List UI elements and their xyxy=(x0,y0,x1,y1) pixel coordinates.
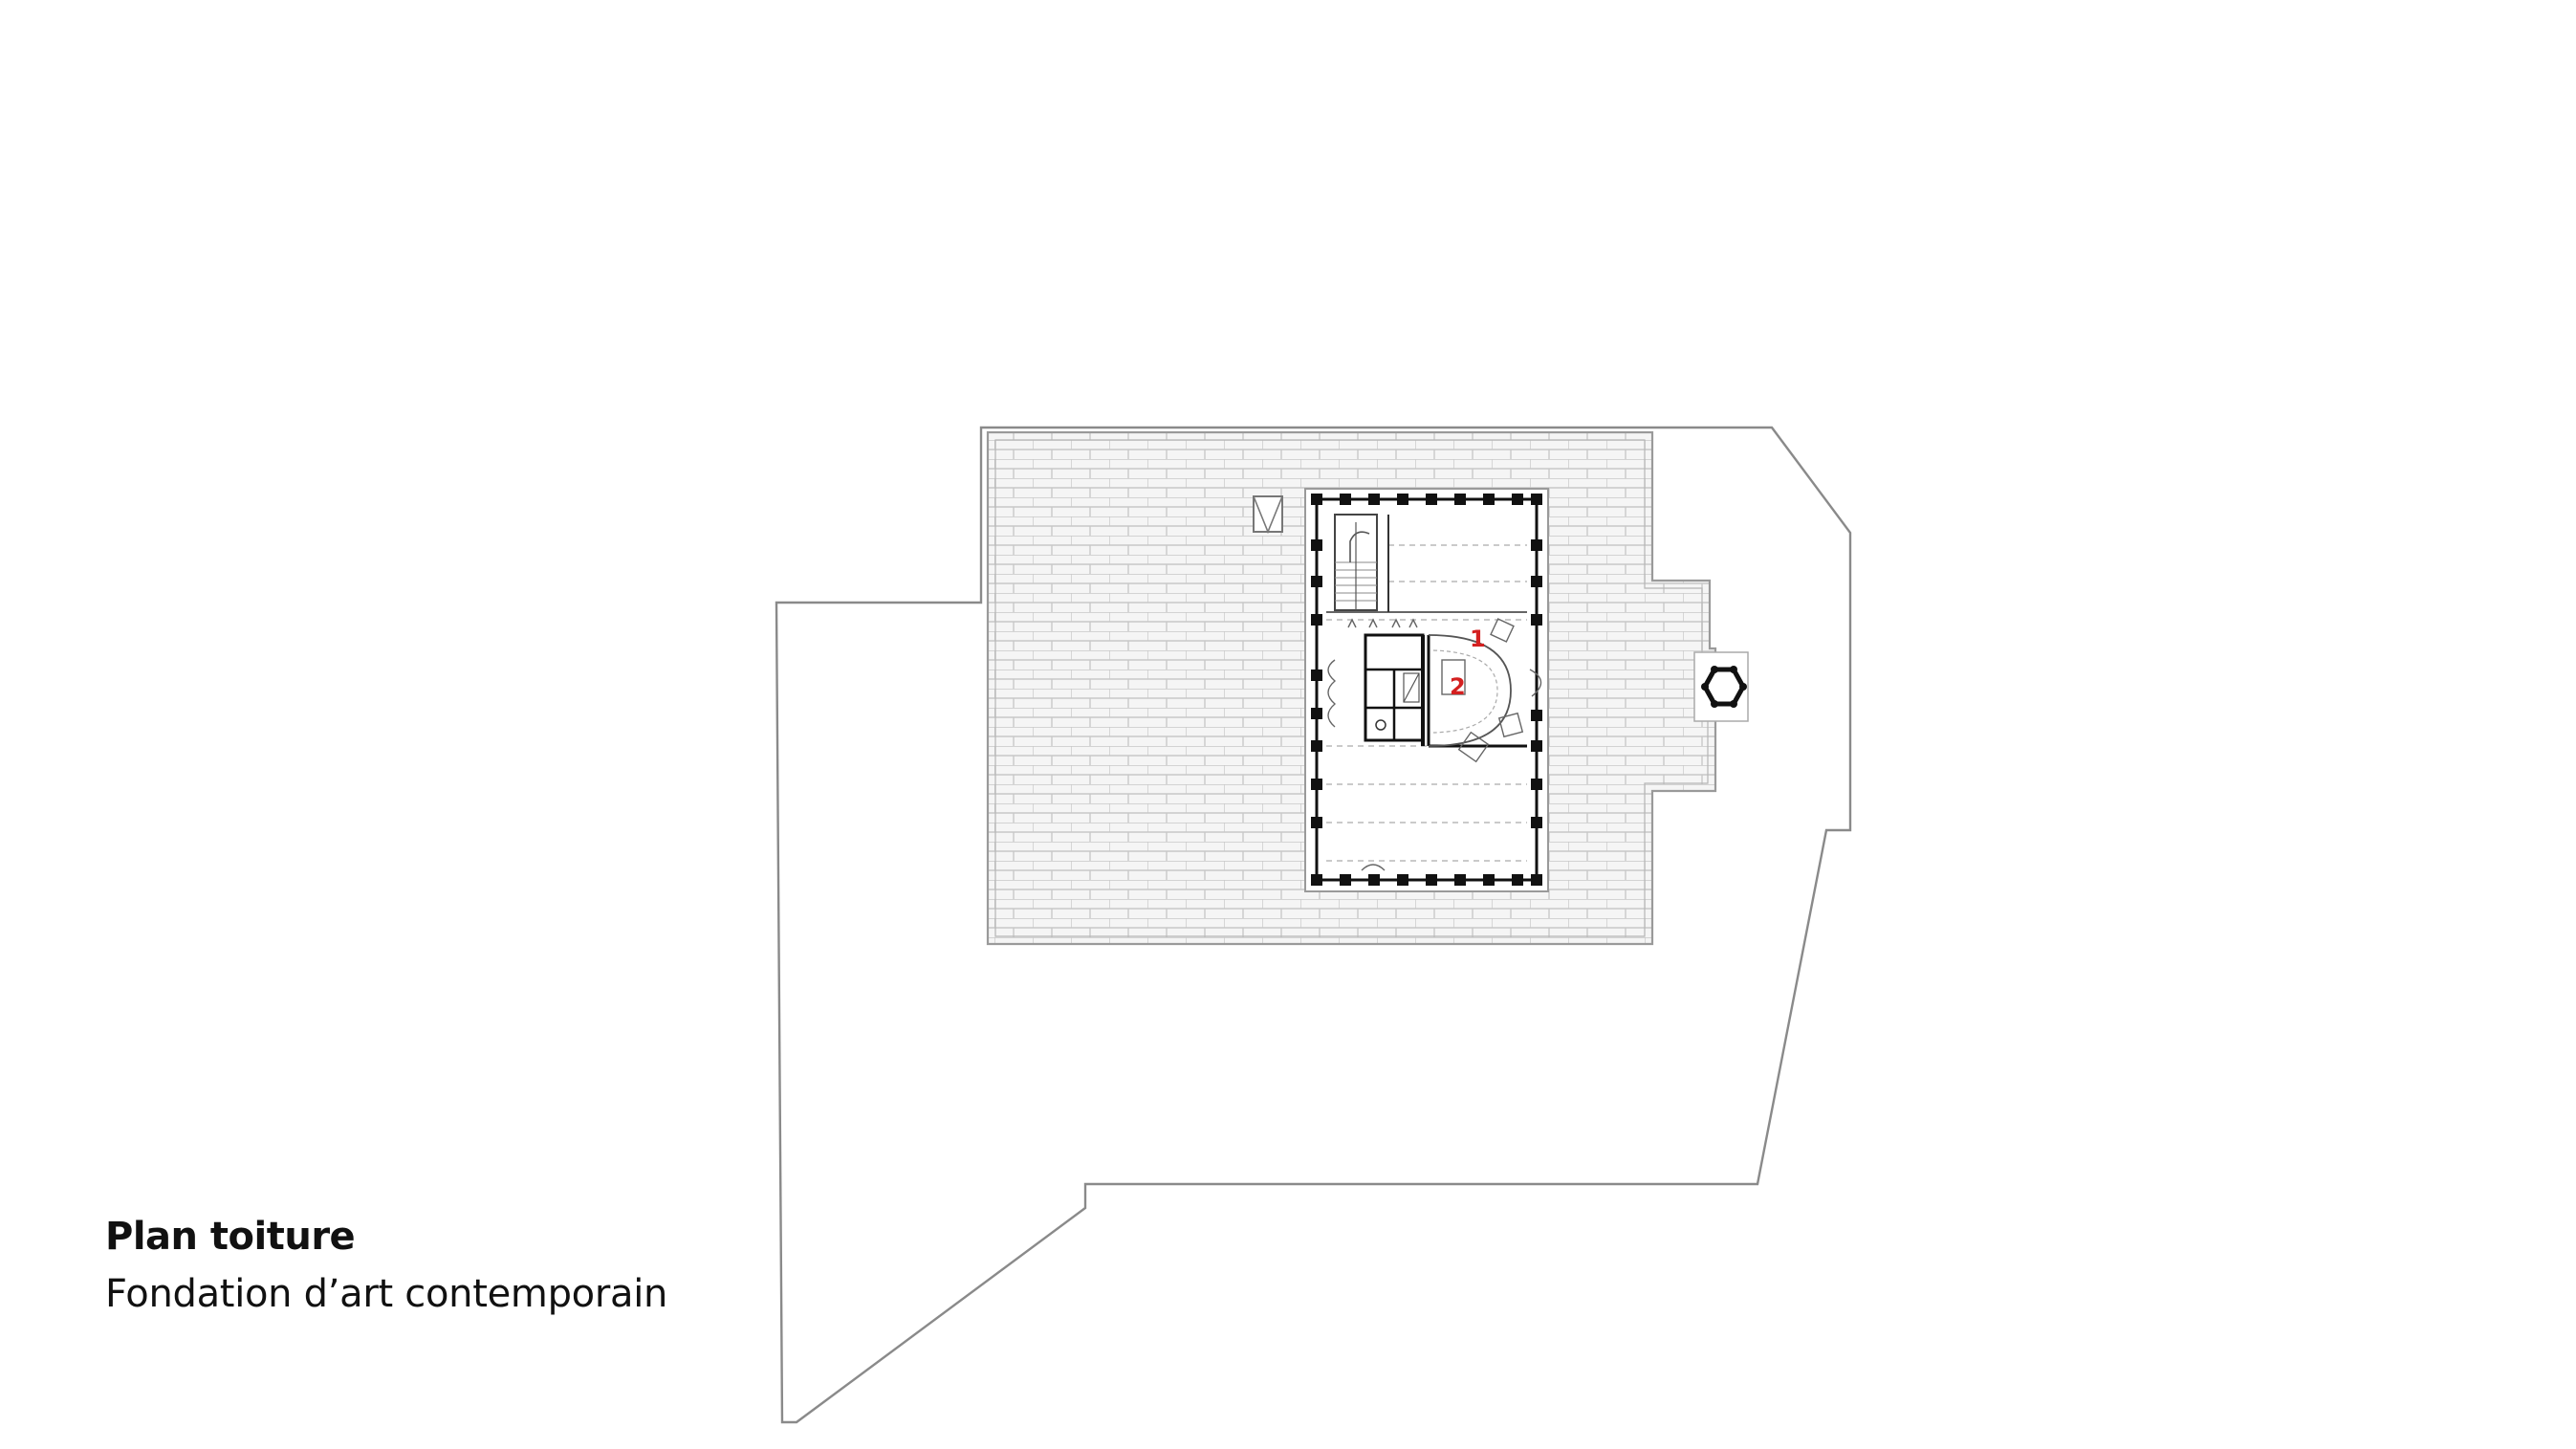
roof-vent-icon xyxy=(1253,495,1283,535)
curved-pod xyxy=(1428,634,1512,747)
service-core xyxy=(1364,633,1527,748)
caption-title: Plan toiture xyxy=(105,1215,356,1259)
caption-subtitle: Fondation d’art contemporain xyxy=(105,1272,668,1316)
plan-label-2: 2 xyxy=(1450,673,1466,700)
rooftop-pavilion: 1 2 xyxy=(1304,488,1549,892)
drawing-caption: Plan toiture Fondation d’art contemporai… xyxy=(105,1207,667,1322)
hexagon-chimney-icon xyxy=(1693,651,1749,722)
staircase-icon xyxy=(1334,514,1378,611)
plan-label-1: 1 xyxy=(1470,626,1486,652)
